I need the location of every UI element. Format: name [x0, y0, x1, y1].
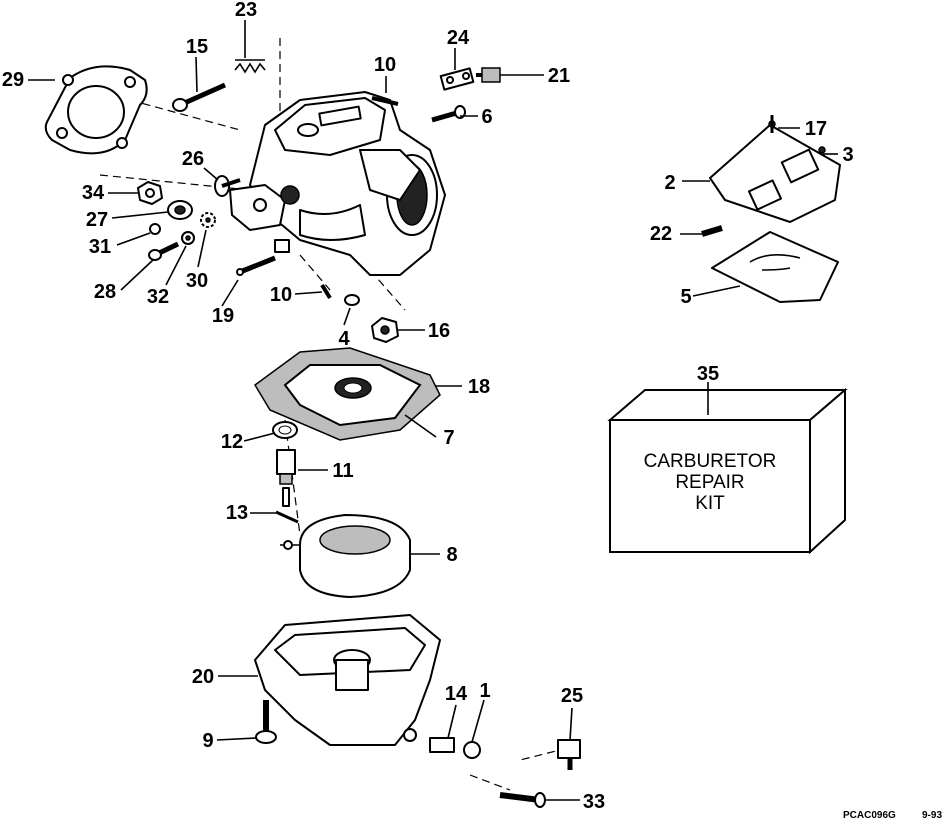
pin-13: [275, 510, 299, 524]
callout-21: 21: [548, 65, 570, 87]
screw-19: [236, 255, 276, 276]
seal-18: [334, 377, 372, 399]
plug-25: [557, 739, 581, 770]
plug-4: [344, 294, 360, 306]
screw-28: [148, 241, 180, 261]
screw-6: [431, 105, 466, 123]
screw-9: [255, 700, 277, 744]
kit-label-line3: KIT: [695, 493, 725, 514]
callout-17: 17: [805, 118, 827, 140]
link-24: [439, 67, 475, 91]
needle-seat: [276, 449, 296, 507]
callout-15: 15: [186, 36, 208, 58]
callout-10-lower: 10: [270, 284, 292, 306]
callout-23: 23: [235, 0, 257, 21]
callout-2: 2: [664, 172, 675, 194]
callout-32: 32: [147, 286, 169, 308]
callout-13: 13: [226, 502, 248, 524]
gasket-29: [44, 65, 148, 155]
repair-kit-box: CARBURETOR REPAIR KIT: [607, 387, 848, 555]
callout-10-top: 10: [374, 54, 396, 76]
callout-3: 3: [842, 144, 853, 166]
callout-7: 7: [443, 427, 454, 449]
screw-21: [476, 67, 501, 83]
callout-27: 27: [86, 209, 108, 231]
callout-26: 26: [182, 148, 204, 170]
kit-label-line2: REPAIR: [675, 472, 744, 493]
callout-30: 30: [186, 270, 208, 292]
callout-9: 9: [202, 730, 213, 752]
figure-date: 9-93: [922, 810, 942, 821]
kit-label-line1: CARBURETOR: [644, 451, 777, 472]
jet-14: [429, 737, 455, 753]
washer-1: [463, 741, 481, 759]
gasket-5: [711, 231, 839, 303]
callout-18: 18: [468, 376, 490, 398]
callout-24: 24: [447, 27, 470, 49]
callout-14: 14: [445, 683, 468, 705]
ball-31: [149, 223, 161, 235]
screw-22: [701, 225, 723, 237]
callout-33: 33: [583, 791, 605, 813]
callout-4: 4: [338, 328, 350, 350]
callout-5: 5: [680, 286, 691, 308]
callout-labels: 23 15 24 10 21 29 6 17 3 26 2 34 27 22 3…: [2, 0, 854, 813]
callout-22: 22: [650, 223, 672, 245]
pin-10-lower: [320, 283, 332, 300]
screw-15: [172, 82, 227, 112]
callout-6: 6: [481, 106, 492, 128]
fitting-26: [214, 175, 241, 197]
nut-34: [137, 181, 163, 205]
callout-19: 19: [212, 305, 234, 327]
lockwasher-30: [200, 212, 216, 228]
callout-31: 31: [89, 236, 111, 258]
nut-16: [371, 317, 399, 343]
washer-32: [181, 231, 195, 245]
callout-34: 34: [82, 182, 105, 204]
cover-2: [709, 120, 841, 223]
figure-code: PCAC096G: [843, 810, 896, 821]
carburetor-body: [229, 91, 446, 276]
spring-23: [234, 59, 266, 74]
callout-1: 1: [479, 680, 490, 702]
pin-10-top: [371, 96, 399, 106]
callout-8: 8: [446, 544, 457, 566]
screw-33: [499, 792, 546, 808]
float-bowl-20: [254, 614, 441, 746]
callout-12: 12: [221, 431, 243, 453]
leader-lines: [28, 20, 838, 801]
callout-20: 20: [192, 666, 214, 688]
callout-16: 16: [428, 320, 450, 342]
callout-29: 29: [2, 69, 24, 91]
washer-12: [272, 421, 298, 439]
bushing-27: [167, 200, 193, 220]
callout-28: 28: [94, 281, 116, 303]
callout-25: 25: [561, 685, 583, 707]
callout-11: 11: [332, 460, 353, 482]
callout-35: 35: [697, 363, 719, 385]
float-8: [280, 514, 411, 598]
